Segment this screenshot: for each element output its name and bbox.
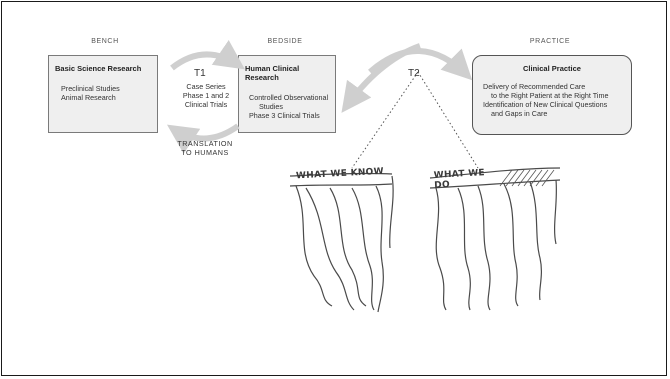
gap-line-right (417, 71, 479, 169)
right-sign-text: WHAT WE DO (433, 168, 486, 191)
practice-box-line: Delivery of Recommended Care (483, 82, 586, 91)
bench-box-line: Animal Research (61, 93, 116, 102)
t1-arrow-top (170, 40, 245, 71)
t1-label: T1 (194, 68, 206, 79)
bench-box-title: Basic Science Research (55, 64, 142, 73)
column-heading-practice: PRACTICE (529, 38, 571, 45)
right-cliff (429, 167, 561, 311)
left-cliff (289, 172, 394, 313)
bedside-box-title: Human Clinical Research (245, 64, 300, 82)
t1-description: Case Series Phase 1 and 2 Clinical Trial… (166, 82, 246, 109)
t1-arrow-bottom (167, 123, 240, 154)
column-heading-bench: BENCH (91, 38, 119, 45)
practice-box-line: Identification of New Clinical Questions (483, 100, 608, 109)
t1-line: Clinical Trials (184, 100, 228, 109)
translation-label: TRANSLATION TO HUMANS (160, 139, 250, 157)
bench-box: Basic Science Research Preclinical Studi… (48, 55, 158, 133)
t2-arrow-left (341, 43, 422, 113)
column-heading-bedside: BEDSIDE (267, 38, 303, 45)
practice-box-title: Clinical Practice (523, 64, 581, 73)
t2-label: T2 (408, 68, 420, 79)
gap-line-left (351, 71, 419, 169)
t1-line: Phase 1 and 2 (182, 91, 230, 100)
bedside-box: Human Clinical Research Controlled Obser… (238, 55, 336, 133)
bench-box-line: Preclinical Studies (61, 84, 120, 93)
translation-line: TRANSLATION (177, 139, 233, 148)
t1-line: Case Series (186, 82, 226, 91)
practice-box: Clinical Practice Delivery of Recommende… (472, 55, 632, 135)
right-sign-hatching (499, 169, 555, 187)
practice-box-line: and Gaps in Care (491, 109, 548, 118)
practice-box-line: to the Right Patient at the Right Time (491, 91, 609, 100)
bedside-box-line: Studies (259, 102, 283, 111)
bedside-box-line: Controlled Observational (249, 93, 329, 102)
t2-arrow-right (368, 48, 473, 81)
bedside-box-line: Phase 3 Clinical Trials (249, 111, 320, 120)
translation-line: TO HUMANS (181, 148, 229, 157)
